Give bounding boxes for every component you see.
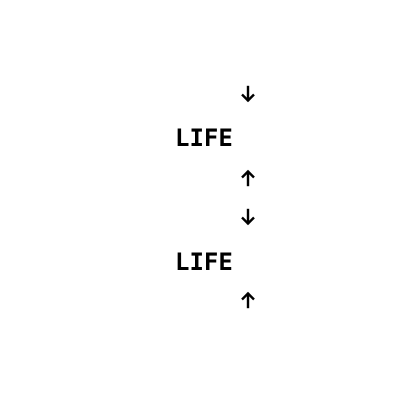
arrow-down-icon bbox=[239, 85, 257, 103]
life-word: LIFE bbox=[175, 124, 233, 152]
arrow-up-icon bbox=[239, 291, 257, 309]
arrow-up-icon bbox=[239, 169, 257, 187]
life-word: LIFE bbox=[175, 248, 233, 276]
arrow-down-icon bbox=[239, 208, 257, 226]
